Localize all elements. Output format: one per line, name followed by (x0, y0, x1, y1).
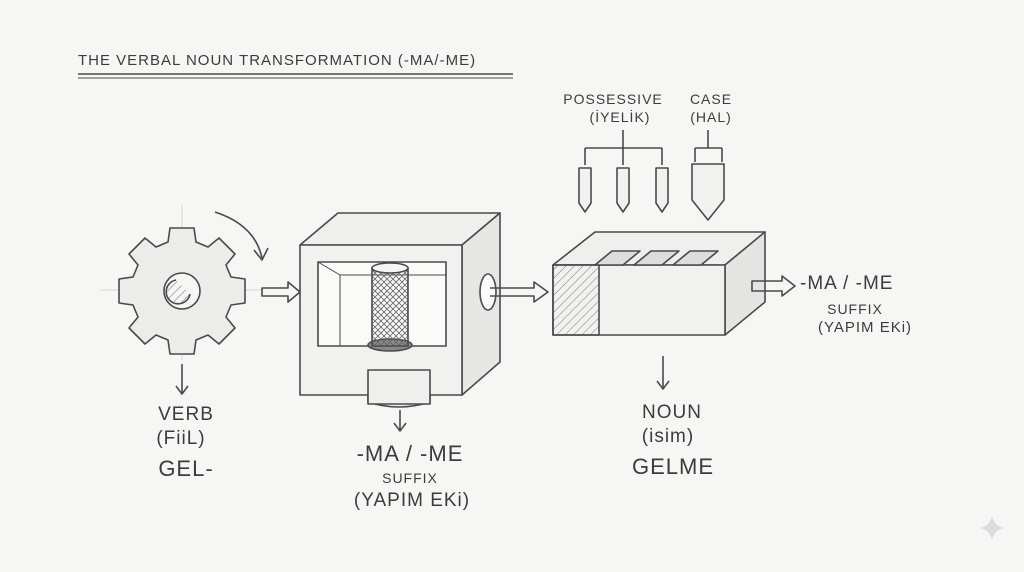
possessive-label: POSSESSIVE (563, 91, 663, 107)
case-sub: (HAL) (690, 109, 732, 125)
transformation-box (299, 212, 501, 408)
output-suffix-label: -MA / -ME (800, 273, 894, 294)
possessive-bracket (584, 130, 663, 165)
title-underline (78, 73, 513, 79)
machine-suffix-sub1: SUFFIX (382, 470, 438, 486)
arrow-down-suffix (393, 410, 407, 432)
rotation-arrow (214, 211, 263, 259)
sparkle-icon (980, 516, 1004, 540)
arrow-brick-to-suffix (751, 275, 796, 297)
possessive-sub: (İYELİK) (589, 109, 651, 125)
page-title: THE VERBAL NOUN TRANSFORMATION (-MA/-ME) (78, 52, 477, 69)
machine-suffix-label: -MA / -ME (356, 441, 464, 466)
verb-sub: (FiiL) (156, 428, 206, 449)
machine-suffix-sub2: (YAPIM EKi) (353, 490, 471, 511)
noun-brick (552, 231, 766, 336)
case-pin (691, 163, 725, 221)
arrow-gear-to-box (261, 281, 301, 303)
verb-word: GEL- (158, 456, 214, 481)
output-suffix-sub2: (YAPIM EKi) (817, 319, 913, 336)
case-bracket (694, 130, 723, 162)
noun-word: GELME (631, 454, 715, 479)
noun-label: NOUN (642, 402, 702, 423)
arrow-box-to-brick (490, 281, 549, 303)
possessive-pins (578, 167, 669, 213)
noun-sub: (isim) (641, 426, 695, 447)
output-suffix-sub1: SUFFIX (827, 301, 883, 317)
verb-label: VERB (158, 404, 214, 425)
arrow-down-noun (656, 356, 670, 390)
gear-icon (118, 227, 246, 355)
case-label: CASE (689, 91, 733, 107)
arrow-down-verb (175, 364, 189, 395)
